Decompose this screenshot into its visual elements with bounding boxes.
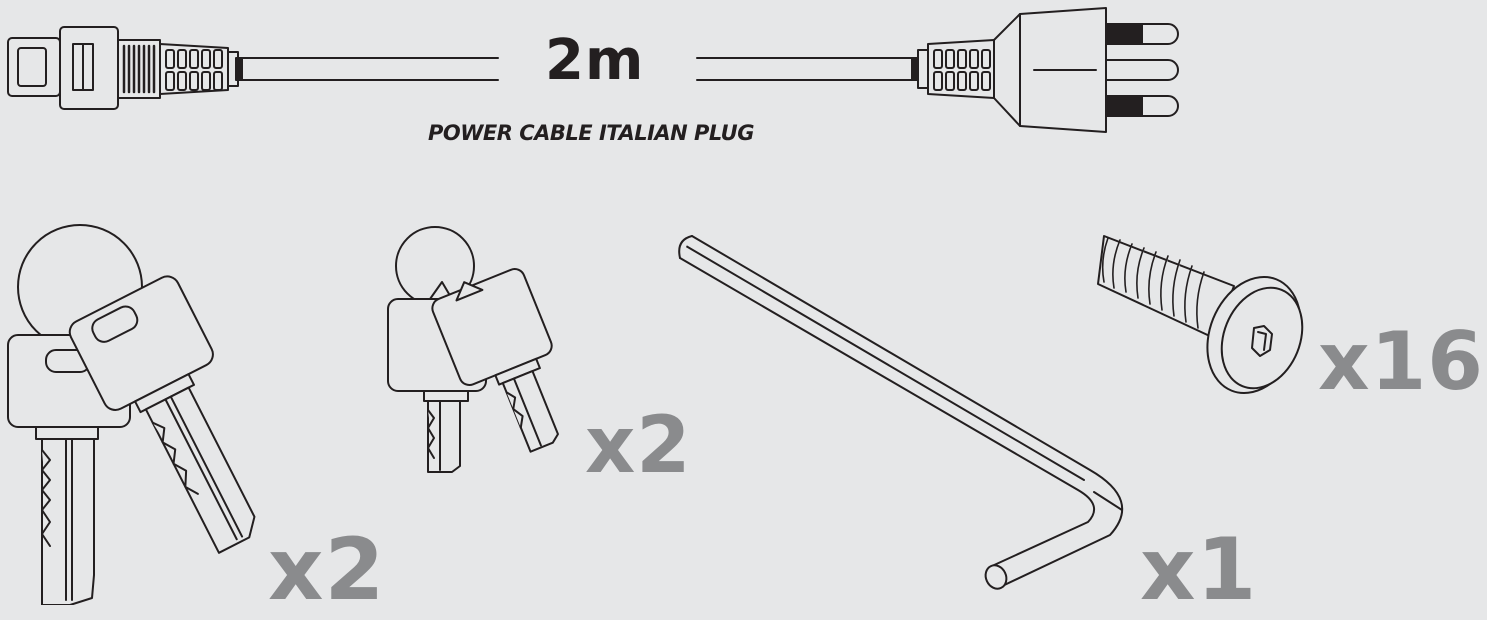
- screws-quantity: x16: [1318, 315, 1484, 408]
- hex-key-quantity: x1: [1140, 520, 1258, 620]
- italian-plug-icon: [911, 7, 1179, 133]
- cable-caption: POWER CABLE ITALIAN PLUG: [428, 121, 754, 145]
- key-large-2-icon: [68, 275, 256, 554]
- hex-key-illustration: [678, 235, 1124, 590]
- key-small-2-icon: [431, 268, 559, 453]
- iec-connector-icon: [7, 26, 243, 110]
- screw-illustration: [1097, 235, 1304, 395]
- illustration-canvas: [7, 7, 1304, 605]
- power-cable-illustration: [7, 7, 1179, 133]
- keys-large-illustration: [7, 224, 256, 605]
- keys-large-quantity: x2: [268, 520, 386, 620]
- keys-small-illustration: [387, 226, 559, 473]
- keys-small-quantity: x2: [585, 401, 692, 491]
- cable-length-label: 2m: [545, 28, 645, 93]
